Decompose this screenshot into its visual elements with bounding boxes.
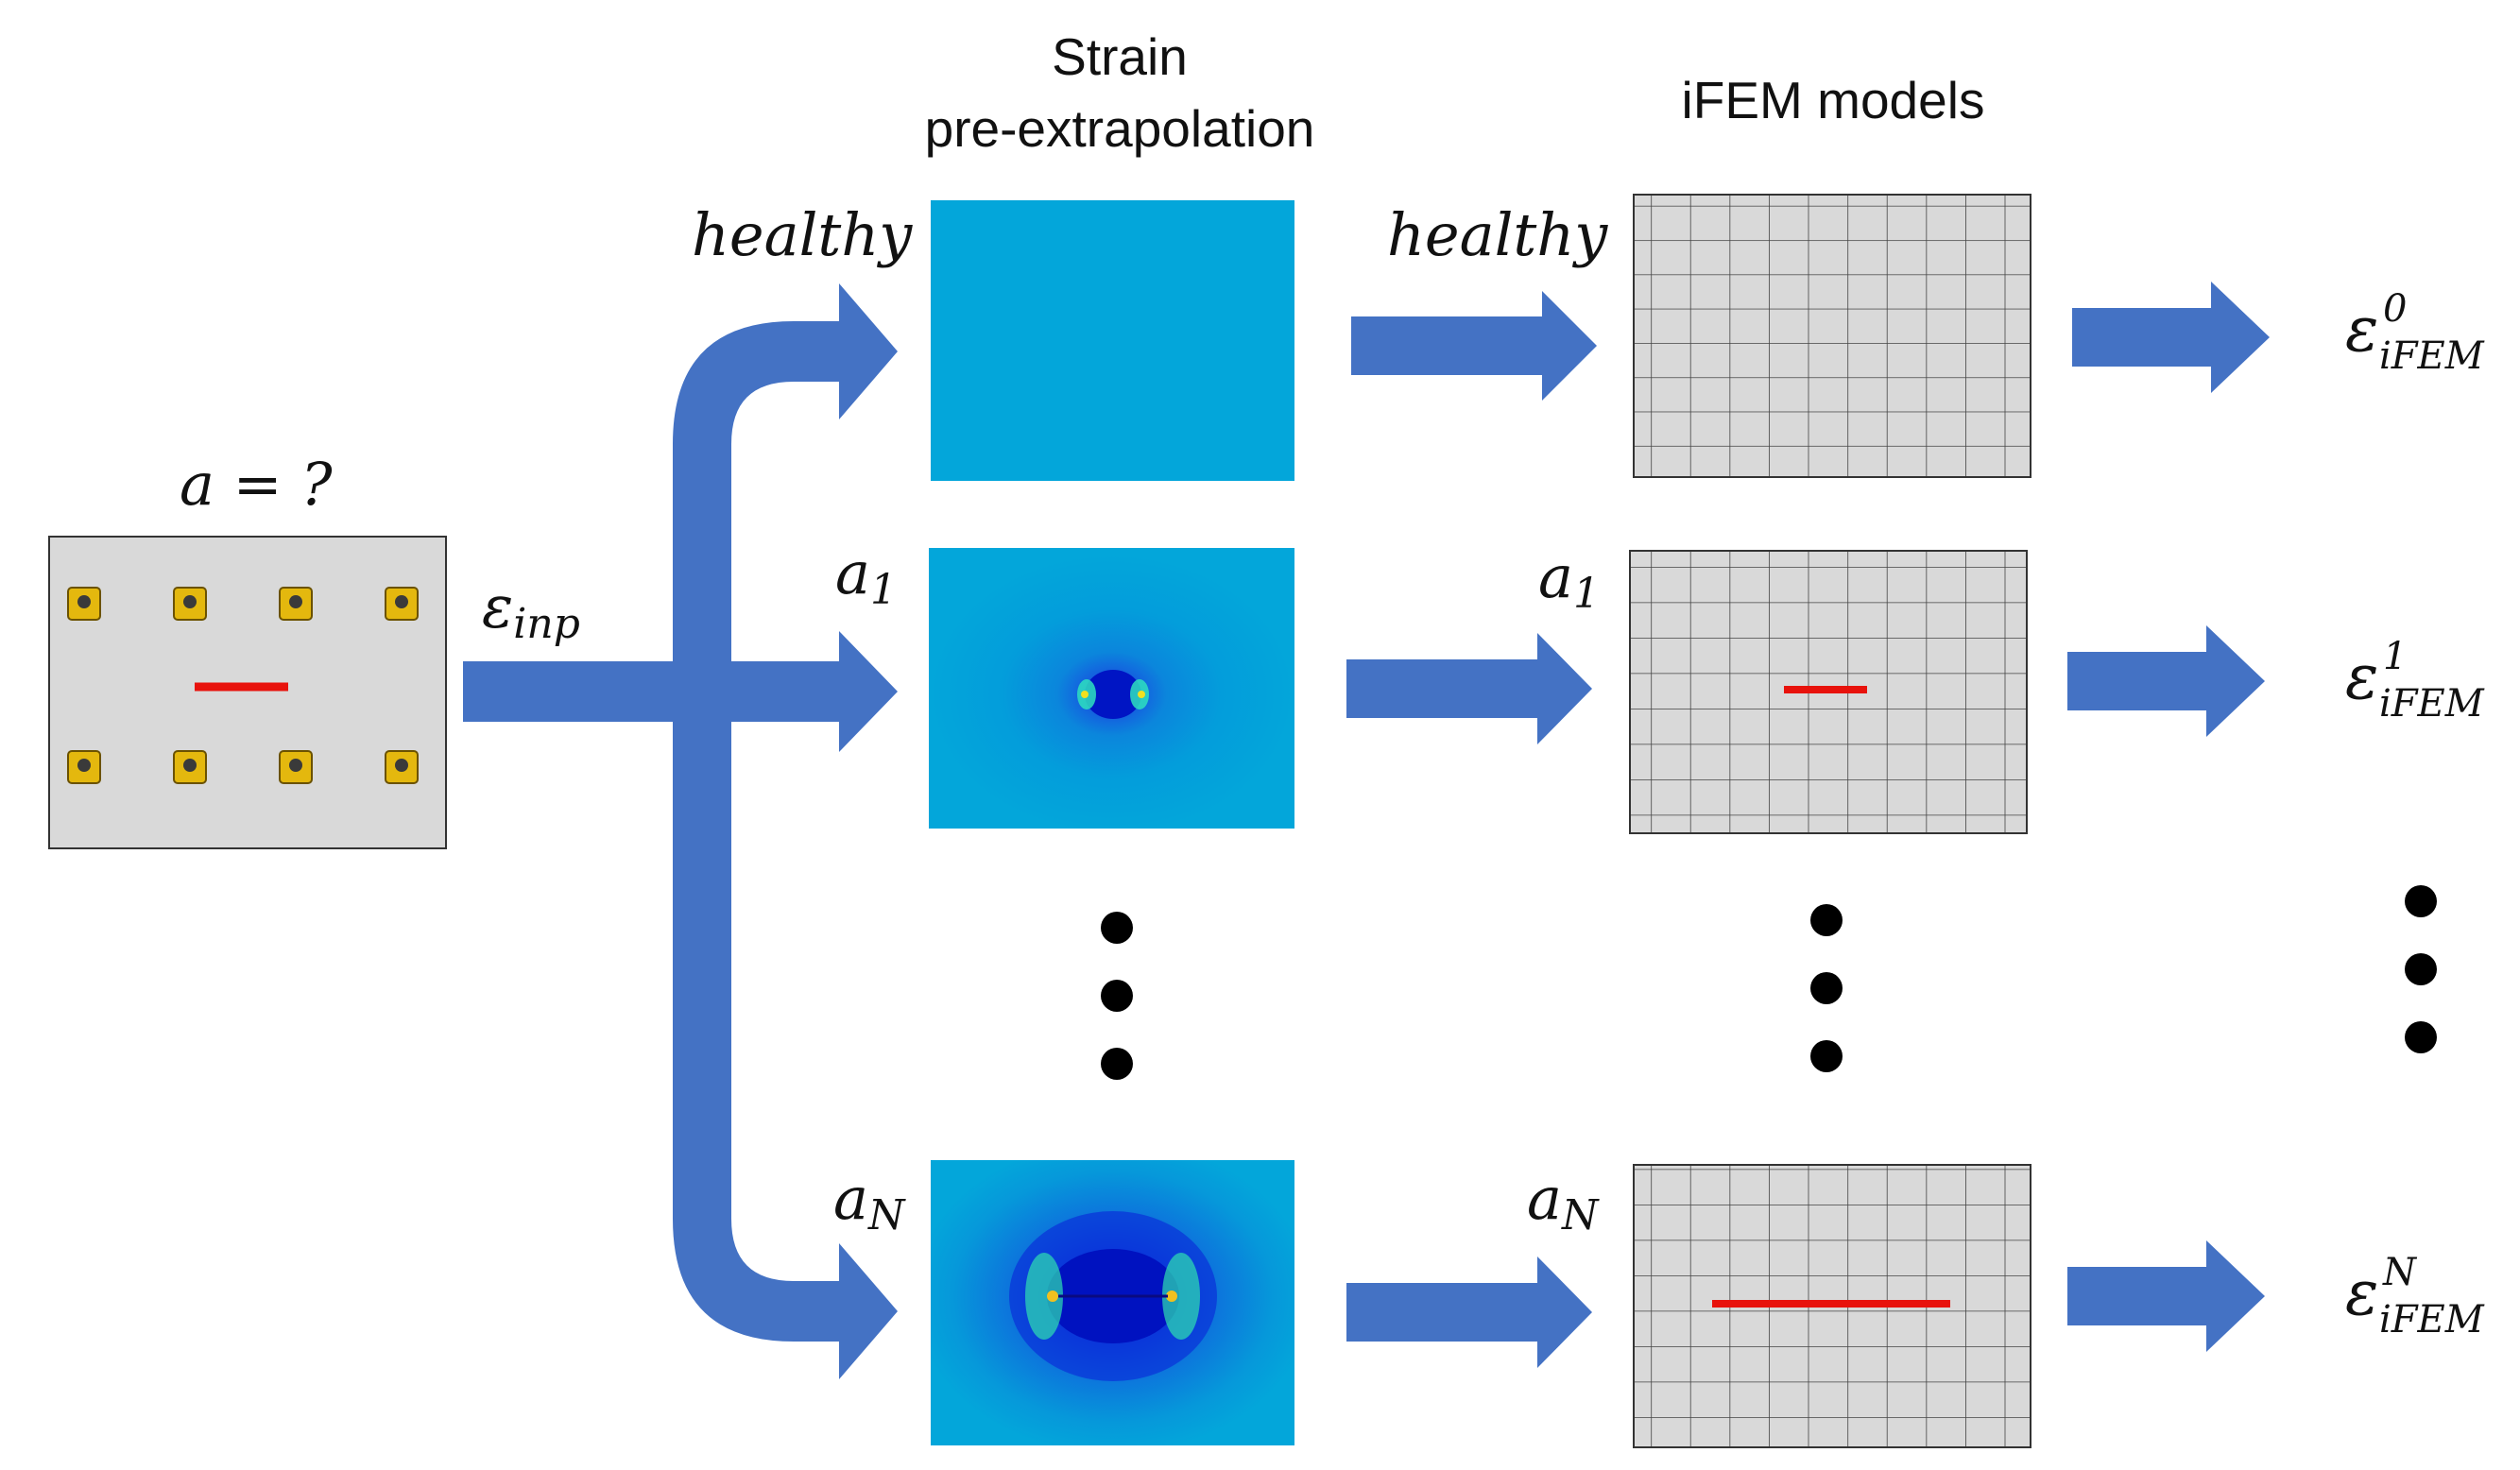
ellipsis-dots-ifem xyxy=(1810,904,1843,1108)
a1-symbol-ifem: a xyxy=(1538,542,1573,611)
ifem-meshes xyxy=(1629,194,2031,1448)
strain-field-a1-details xyxy=(1077,670,1149,719)
arrowhead-a1 xyxy=(839,631,898,752)
label-eps-inp: εinp xyxy=(482,578,580,645)
aN-sub: N xyxy=(867,1191,905,1239)
output-arrowhead-0 xyxy=(2211,282,2270,393)
arrowhead-aN xyxy=(839,1243,898,1379)
aN-symbol-ifem: a xyxy=(1527,1164,1562,1233)
output-eps-N: ε N iFEM xyxy=(2345,1251,2487,1351)
input-plate xyxy=(48,536,447,849)
heading-ifem-models: iFEM models xyxy=(1681,71,1985,129)
output-eps-0-symbol: ε xyxy=(2345,293,2379,366)
trunk xyxy=(673,321,841,1342)
strain-field-aN-details xyxy=(1009,1211,1217,1381)
output-eps-N-sub: iFEM xyxy=(2379,1298,2484,1342)
strain-field-healthy xyxy=(931,200,1294,481)
output-arrowhead-1 xyxy=(2206,625,2265,737)
output-eps-N-symbol: ε xyxy=(2345,1256,2379,1329)
label-a1-ifem: a1 xyxy=(1538,548,1600,615)
ellipsis-dots-strain xyxy=(1101,912,1133,1116)
branch-arrows xyxy=(463,283,898,1379)
a1-symbol: a xyxy=(835,538,870,607)
label-a1-strain: a1 xyxy=(835,544,897,611)
middle-arrows xyxy=(1346,291,1597,1368)
label-healthy-strain: healthy xyxy=(692,200,913,269)
a1-sub-ifem: 1 xyxy=(1572,570,1600,618)
output-eps-N-sup: N xyxy=(2383,1251,2416,1294)
label-aN-strain: aN xyxy=(833,1170,904,1237)
middle-arrowhead-aN xyxy=(1537,1256,1592,1368)
label-aN-ifem: aN xyxy=(1527,1170,1598,1237)
output-eps-1-symbol: ε xyxy=(2345,641,2379,713)
strain-fields xyxy=(929,200,1294,1445)
label-healthy-ifem: healthy xyxy=(1387,200,1608,269)
output-arrows xyxy=(2067,282,2270,1352)
output-eps-1-sup: 1 xyxy=(2383,635,2408,678)
output-eps-1-sub: iFEM xyxy=(2379,682,2484,726)
aN-sub-ifem: N xyxy=(1561,1191,1599,1239)
input-arrow-shaft xyxy=(463,661,841,722)
middle-arrowhead-healthy xyxy=(1542,291,1597,401)
middle-arrowhead-a1 xyxy=(1537,633,1592,744)
output-arrowhead-N xyxy=(2206,1240,2265,1352)
a1-sub: 1 xyxy=(869,566,897,614)
output-eps-1: ε 1 iFEM xyxy=(2345,635,2487,735)
label-a-unknown: a = ? xyxy=(180,450,333,519)
output-eps-0-sup: 0 xyxy=(2383,287,2408,331)
ellipsis-dots-output xyxy=(2405,885,2437,1089)
eps-inp-sub: inp xyxy=(513,600,580,648)
mesh-healthy xyxy=(1633,194,2031,478)
eps-inp-symbol: ε xyxy=(482,573,514,641)
middle-arrow-healthy-shaft xyxy=(1351,316,1545,375)
heading-strain-preextrapolation: Strain pre-extrapolation xyxy=(924,27,1315,158)
output-eps-0-sub: iFEM xyxy=(2379,334,2484,378)
aN-symbol: a xyxy=(833,1164,868,1233)
output-eps-0: ε 0 iFEM xyxy=(2345,287,2487,387)
arrowhead-healthy xyxy=(839,283,898,419)
